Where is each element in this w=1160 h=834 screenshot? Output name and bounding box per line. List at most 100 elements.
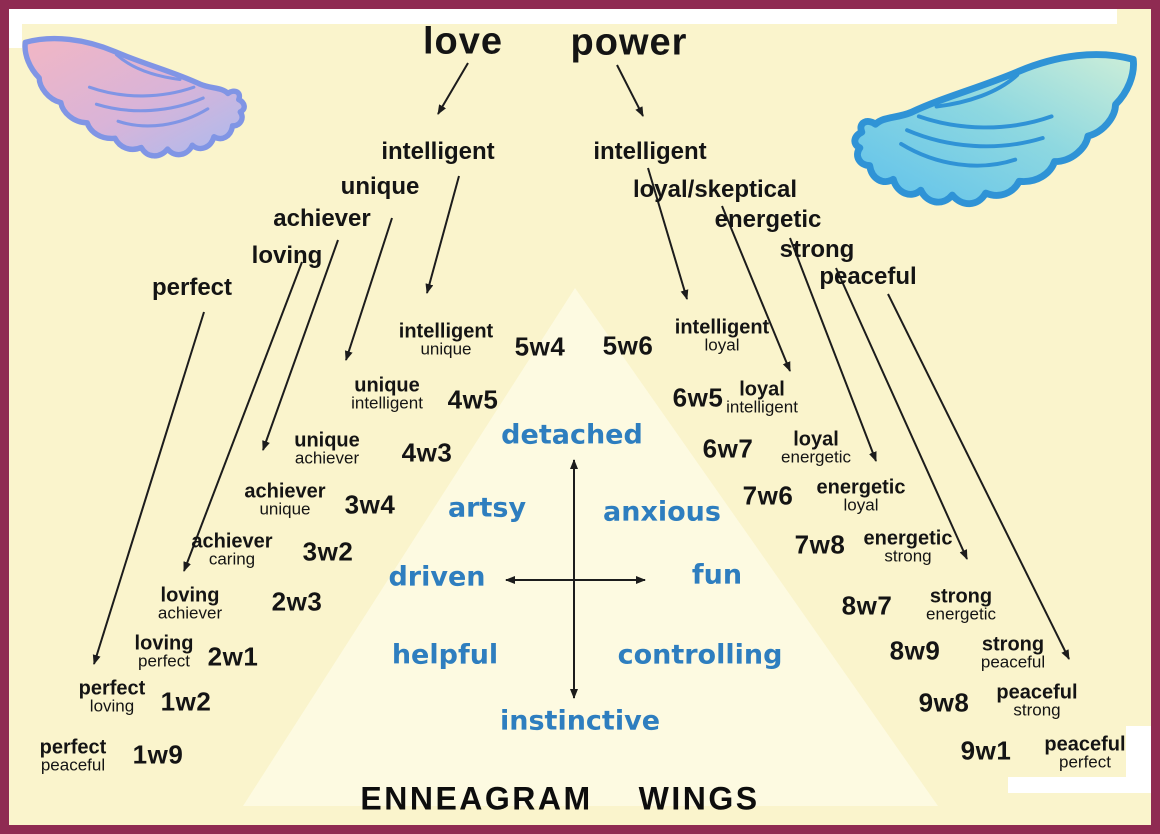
- wing-type-trait-secondary: perfect: [1059, 752, 1111, 772]
- wing-type-trait-secondary: loyal: [843, 495, 879, 515]
- right-trait-intelligent: intelligent: [593, 138, 707, 165]
- wing-type-trait-secondary: achiever: [157, 603, 223, 623]
- wing-type-trait-primary: achiever: [191, 530, 273, 553]
- wing-type-trait-primary: loyal: [739, 378, 785, 401]
- wing-type-trait-secondary: loving: [89, 696, 135, 716]
- wing-type-trait-secondary: strong: [884, 546, 932, 566]
- wing-type-code-7w8: 7w8: [794, 529, 846, 560]
- center-trait-anxious: anxious: [603, 496, 721, 528]
- wing-type-trait-primary: energetic: [863, 527, 953, 550]
- energetic-arrow: [789, 237, 877, 462]
- wing-type-trait-primary: peaceful: [996, 681, 1078, 704]
- wing-type-trait-secondary: peaceful: [980, 652, 1046, 672]
- center-trait-detached: detached: [501, 419, 643, 451]
- center-trait-fun: fun: [691, 559, 743, 591]
- wing-type-trait-secondary: peaceful: [40, 755, 106, 775]
- wing-type-code-1w9: 1w9: [132, 739, 184, 770]
- center-trait-controlling: controlling: [617, 639, 783, 671]
- wing-type-code-8w7: 8w7: [841, 590, 893, 621]
- wing-type-trait-primary: intelligent: [674, 316, 770, 339]
- love-arrow: [437, 62, 469, 115]
- bottom-right-white-rect: [1126, 726, 1151, 781]
- peaceful-arrow: [887, 293, 1070, 660]
- source-label-power: power: [570, 21, 688, 64]
- wing-type-trait-primary: peaceful: [1044, 733, 1126, 756]
- wing-type-trait-secondary: energetic: [781, 447, 851, 467]
- wing-type-trait-primary: loving: [160, 584, 220, 607]
- wing-type-trait-secondary: loyal: [704, 335, 740, 355]
- wing-type-trait-secondary: strong: [1013, 700, 1061, 720]
- wing-type-trait-primary: strong: [981, 633, 1045, 656]
- center-trait-instinctive: instinctive: [499, 705, 661, 737]
- wing-type-trait-primary: achiever: [244, 480, 326, 503]
- diagram-title-word-2: WINGS: [638, 780, 760, 817]
- right-trait-peaceful: peaceful: [819, 263, 917, 290]
- wing-type-code-2w3: 2w3: [271, 586, 323, 617]
- right-trait-strong: strong: [779, 236, 855, 263]
- center-trait-driven: driven: [388, 561, 486, 593]
- loyal-skeptical-arrow: [721, 205, 791, 372]
- wing-type-trait-secondary: caring: [208, 549, 256, 569]
- wing-type-trait-primary: perfect: [39, 736, 107, 759]
- top-white-strip: [8, 8, 1117, 24]
- diagram-title-word-1: ENNEAGRAM: [360, 780, 593, 817]
- wing-type-trait-primary: intelligent: [398, 320, 494, 343]
- wing-type-code-2w1: 2w1: [207, 641, 259, 672]
- wing-type-trait-primary: unique: [294, 429, 360, 452]
- top-left-white-nub: [8, 8, 22, 48]
- wing-type-code-5w6: 5w6: [602, 330, 654, 361]
- wing-type-code-9w1: 9w1: [960, 735, 1012, 766]
- left-wing-image: [22, 35, 247, 159]
- strong-arrow: [835, 267, 968, 560]
- wing-type-code-6w7: 6w7: [702, 433, 754, 464]
- intelligent-left-arrow: [425, 175, 460, 294]
- left-trait-perfect: perfect: [151, 274, 233, 301]
- wing-type-code-6w5: 6w5: [672, 382, 724, 413]
- wing-type-trait-secondary: perfect: [138, 651, 190, 671]
- wing-type-trait-primary: loyal: [793, 428, 839, 451]
- wing-type-trait-secondary: unique: [420, 339, 472, 359]
- wing-type-trait-secondary: intelligent: [351, 393, 423, 413]
- wing-type-trait-secondary: unique: [259, 499, 311, 519]
- left-trait-intelligent: intelligent: [381, 138, 495, 165]
- center-trait-artsy: artsy: [447, 492, 527, 524]
- right-trait-loyal-skeptical: loyal/skeptical: [632, 176, 798, 203]
- wing-type-trait-secondary: energetic: [926, 604, 996, 624]
- bottom-right-white-strip: [1008, 777, 1151, 793]
- diagram-title: ENNEAGRAM WINGS: [360, 781, 759, 818]
- wing-type-code-1w2: 1w2: [160, 686, 212, 717]
- center-trait-helpful: helpful: [391, 639, 499, 671]
- wing-type-trait-primary: unique: [354, 374, 420, 397]
- right-wing-image: [851, 51, 1137, 208]
- wing-type-trait-primary: loving: [134, 632, 194, 655]
- wing-type-code-5w4: 5w4: [514, 331, 566, 362]
- wing-type-trait-primary: perfect: [78, 677, 146, 700]
- wing-type-code-4w3: 4w3: [401, 437, 453, 468]
- source-label-love: love: [422, 20, 504, 63]
- intelligent-right-arrow: [647, 167, 689, 300]
- wing-type-code-4w5: 4w5: [447, 384, 499, 415]
- left-trait-loving: loving: [251, 242, 323, 269]
- wing-type-trait-secondary: intelligent: [726, 397, 798, 417]
- left-trait-achiever: achiever: [273, 205, 371, 232]
- achiever-arrow: [262, 239, 339, 451]
- wing-type-code-3w2: 3w2: [302, 536, 354, 567]
